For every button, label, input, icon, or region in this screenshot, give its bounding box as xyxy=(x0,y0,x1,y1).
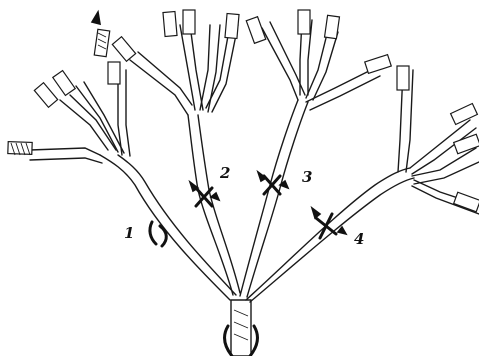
label-2: 2 xyxy=(219,164,230,182)
label-1: 1 xyxy=(124,224,134,242)
label-3: 3 xyxy=(302,168,312,186)
tube-tips xyxy=(8,10,479,212)
constriction-marker-2 xyxy=(190,182,219,206)
label-4: 4 xyxy=(354,230,364,248)
branch-tubes xyxy=(30,20,479,302)
constriction-marker-1 xyxy=(150,222,166,246)
main-trunk xyxy=(231,300,251,356)
detached-fragment-icon xyxy=(92,12,110,57)
